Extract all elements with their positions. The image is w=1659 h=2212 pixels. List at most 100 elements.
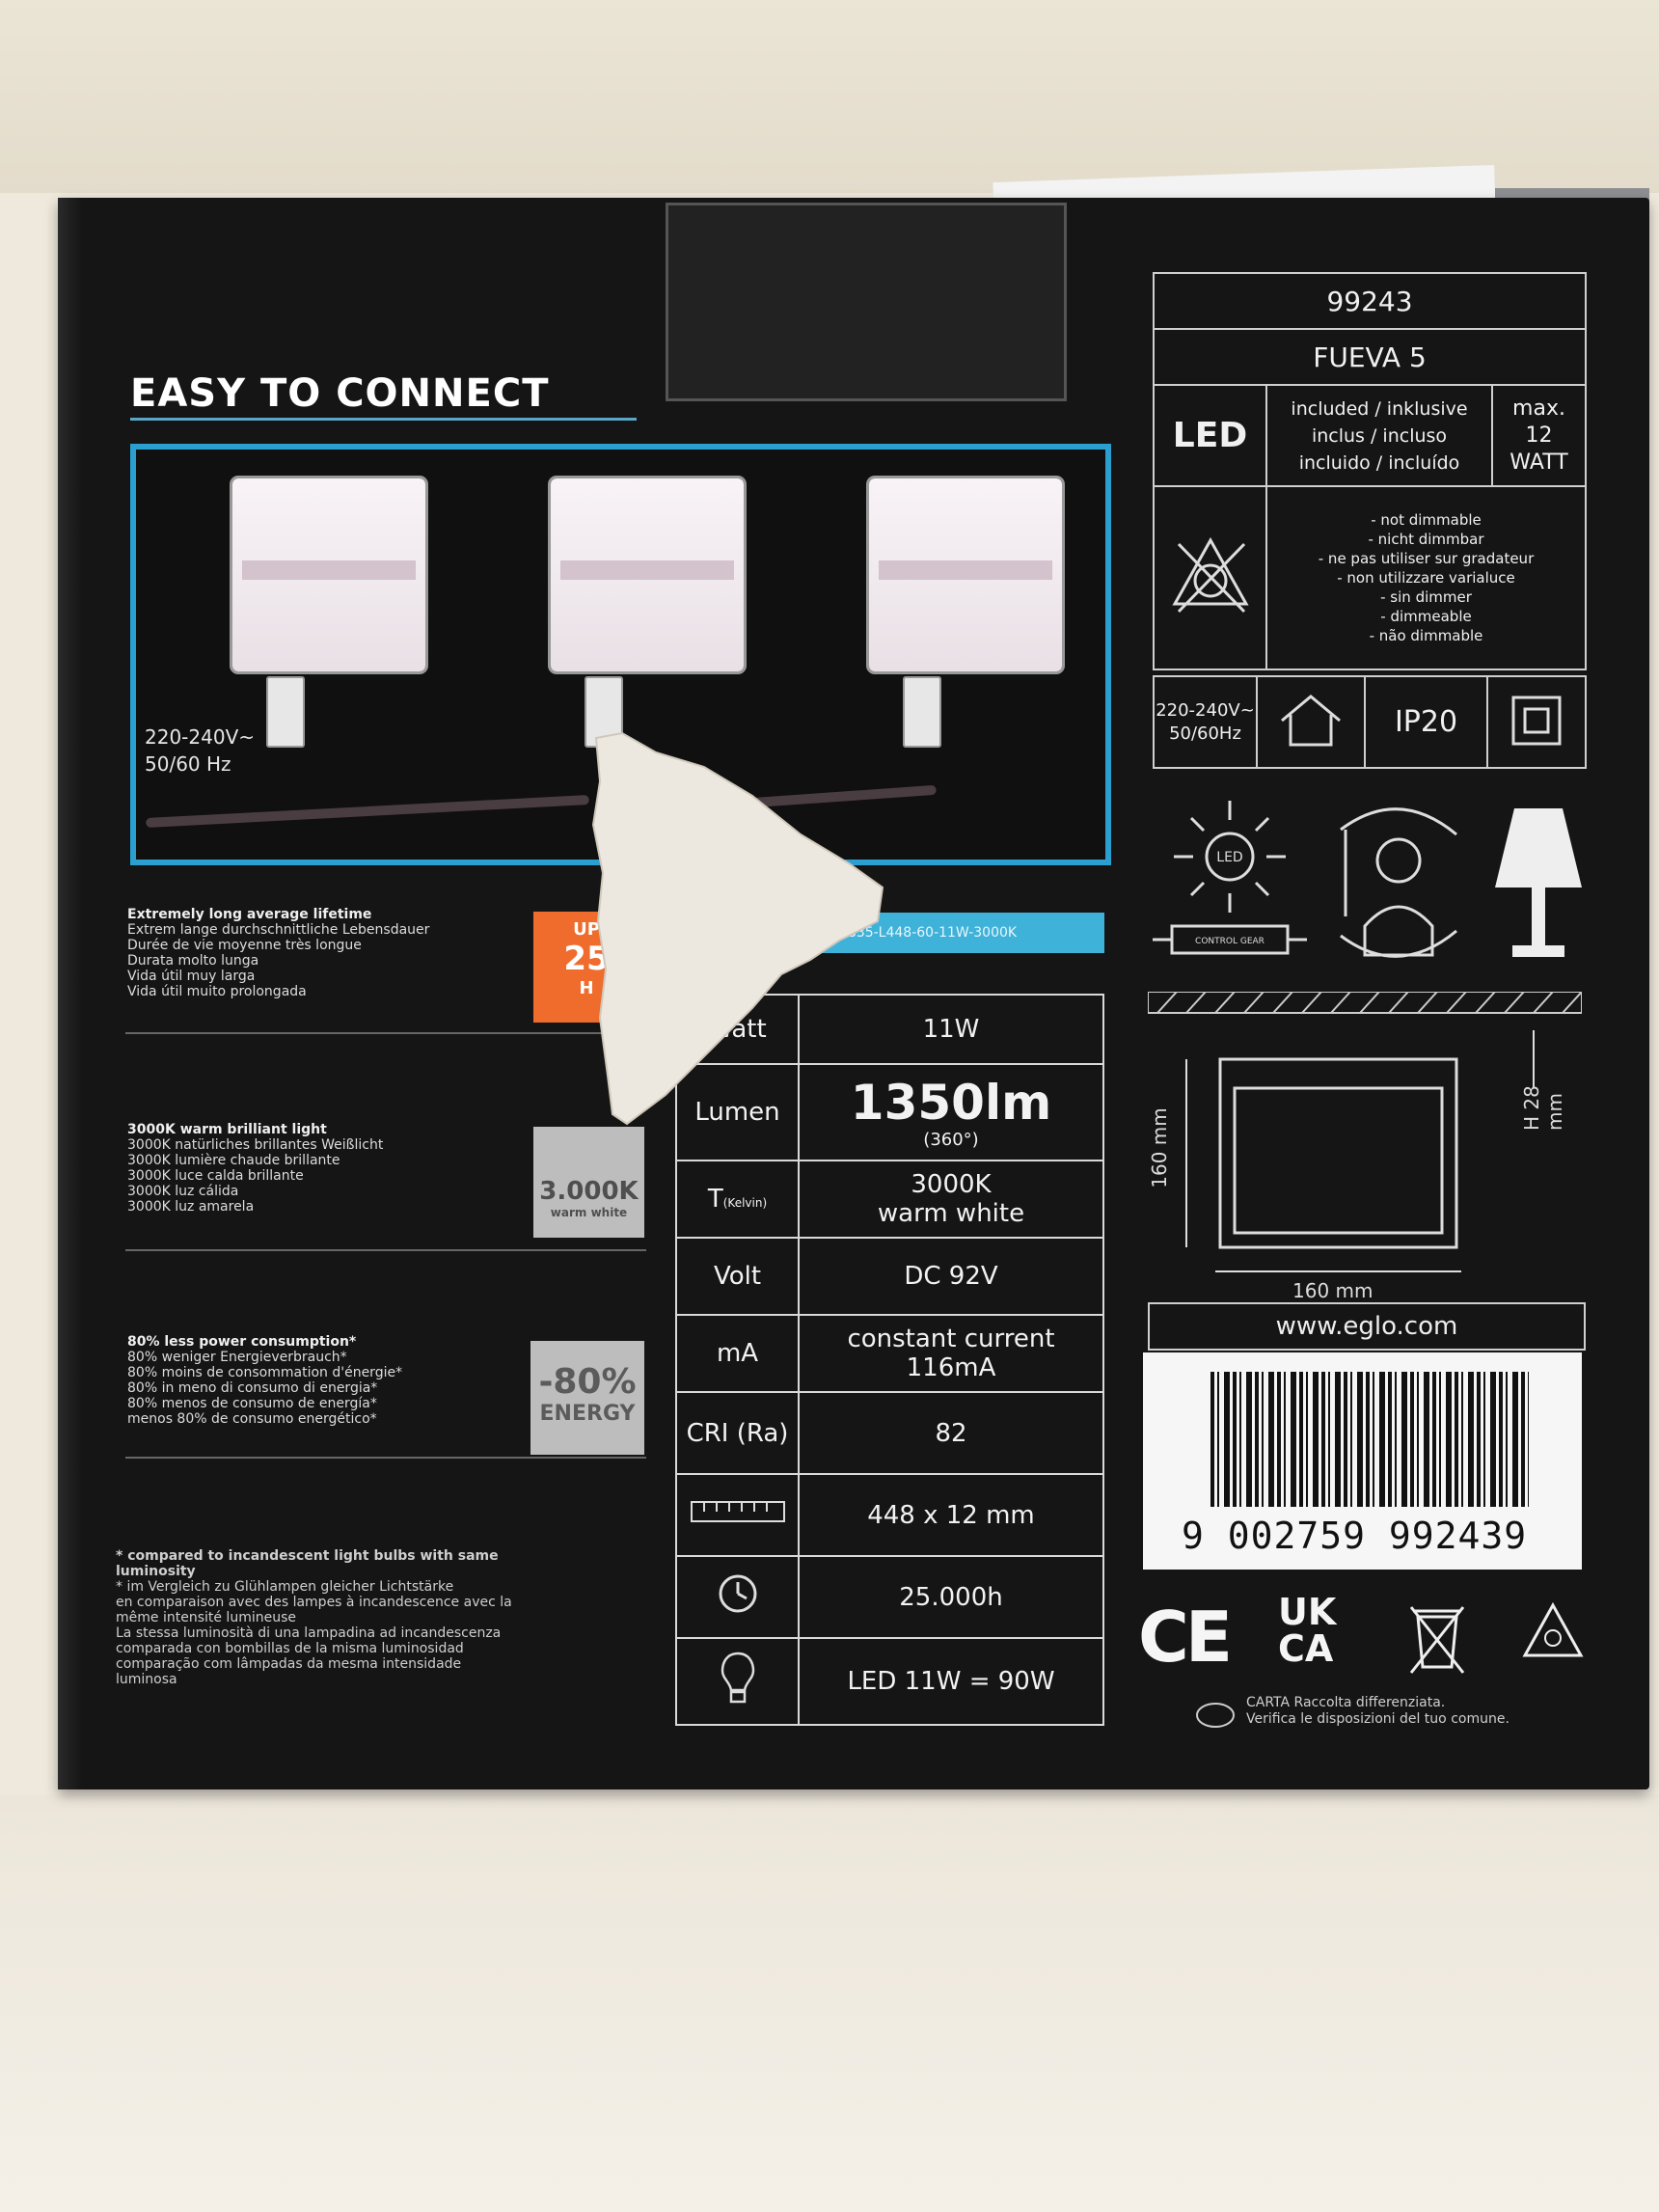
included-line-3: incluido / incluído <box>1298 451 1460 474</box>
light-line-4: 3000K luce calda brillante <box>127 1168 304 1184</box>
headline: EASY TO CONNECT <box>130 371 550 416</box>
spec-cell-lumen: 1350lm (360°) <box>798 1063 1104 1161</box>
footnote-line-2: luminosity <box>116 1564 196 1579</box>
energy-line-1: 80% less power consumption* <box>127 1334 357 1350</box>
spec-cell-ma: constant current 116mA <box>798 1314 1104 1393</box>
clock-icon <box>675 1555 800 1639</box>
weee-bin-icon <box>1403 1599 1471 1680</box>
footnote-line-7: comparada con bombillas de la misma lumi… <box>116 1641 464 1656</box>
spec-label-kelvin-sub: (Kelvin) <box>722 1196 768 1210</box>
spec-row-size: 448 x 12 mm <box>675 1473 1104 1557</box>
led-label: LED <box>1153 384 1267 487</box>
energy-line-3: 80% moins de consommation d'énergie* <box>127 1365 403 1380</box>
barcode: 9 002759 992439 <box>1143 1352 1582 1570</box>
spec-sub-lumen: (360°) <box>923 1129 979 1150</box>
light-line-6: 3000K luz amarela <box>127 1199 255 1215</box>
spec-row-lumen: Lumen 1350lm (360°) <box>675 1063 1104 1161</box>
spec-row-volt: Volt DC 92V <box>675 1237 1104 1316</box>
lifetime-line-2: Extrem lange durchschnittliche Lebensdau… <box>127 922 430 938</box>
paper-recycle-icon <box>1194 1701 1237 1734</box>
spec-row-equivalent: LED 11W = 90W <box>675 1637 1104 1726</box>
feature-lifetime: Extremely long average lifetime Extrem l… <box>127 907 643 999</box>
recycle-line-2: Verifica le disposizioni del tuo comune. <box>1246 1711 1509 1727</box>
spec-row-cri: CRI (Ra) 82 <box>675 1391 1104 1475</box>
spec-table: Watt 11W Lumen 1350lm (360°) T(Kelvin) 3… <box>675 994 1104 1726</box>
spec-value-size: 448 x 12 mm <box>798 1473 1104 1557</box>
input-voltage-label: 220-240V~ 50/60 Hz <box>145 724 280 778</box>
dimming-notes: - not dimmable - nicht dimmbar - ne pas … <box>1265 485 1587 670</box>
spec-value-equivalent: LED 11W = 90W <box>798 1637 1104 1726</box>
spec-label-cri: CRI (Ra) <box>675 1391 800 1475</box>
input-voltage-line2: 50/60 Hz <box>145 752 231 776</box>
dim-line-6: - dimmeable <box>1380 608 1472 625</box>
dim-line-7: - não dimmable <box>1369 627 1483 644</box>
dim-height: H 28 mm <box>1520 1085 1566 1131</box>
control-gear-label: CONTROL GEAR <box>1195 937 1265 946</box>
spec-row-ma: mA constant current 116mA <box>675 1314 1104 1393</box>
lifetime-badge-top: UP <box>573 919 600 940</box>
dim-depth: 160 mm <box>1147 1107 1171 1188</box>
included-cell: included / inklusive inclus / incluso in… <box>1265 384 1493 487</box>
ip-rating: IP20 <box>1364 675 1488 769</box>
feature-divider-2 <box>125 1249 646 1251</box>
torn-paper-patch <box>591 731 884 1126</box>
recycle-line-1: CARTA Raccolta differenziata. <box>1246 1695 1446 1710</box>
included-line-2: inclus / incluso <box>1311 424 1448 447</box>
warm-light-badge: 3.000K warm white <box>533 1127 644 1238</box>
class-two-icon <box>1486 675 1587 769</box>
spec-label-volt: Volt <box>675 1237 800 1316</box>
ukca-mark: UK CA <box>1278 1594 1336 1667</box>
barcode-digits: 9 002759 992439 <box>1182 1515 1528 1557</box>
table-surface <box>0 1794 1659 2212</box>
article-number: 99243 <box>1153 272 1587 330</box>
footnote: * compared to incandescent light bulbs w… <box>116 1548 646 1687</box>
lifetime-line-6: Vida útil muito prolongada <box>127 984 307 999</box>
watt-label: WATT <box>1509 450 1568 475</box>
energy-line-6: menos 80% de consumo energético* <box>127 1411 377 1427</box>
lifetime-badge-bot: H <box>579 978 594 998</box>
background-wall <box>0 0 1659 193</box>
spec-label-ma: mA <box>675 1314 800 1393</box>
dim-line-2: - nicht dimmbar <box>1368 531 1484 548</box>
spec-cell-kelvin: 3000K warm white <box>798 1160 1104 1239</box>
spec-value-lumen: 1350lm <box>850 1074 1052 1131</box>
installer-icon <box>1340 807 1457 958</box>
website: www.eglo.com <box>1148 1302 1586 1351</box>
svg-text:LED: LED <box>1216 850 1242 865</box>
spec-value-volt: DC 92V <box>798 1237 1104 1316</box>
spec-value-lifetime: 25.000h <box>798 1555 1104 1639</box>
spec-label-lumen: Lumen <box>675 1063 800 1161</box>
spec-value-cri: 82 <box>798 1391 1104 1475</box>
spec-cell-kelvin-label: T(Kelvin) <box>675 1160 800 1239</box>
lifetime-line-3: Durée de vie moyenne très longue <box>127 938 362 953</box>
footnote-line-9: luminosa <box>116 1672 177 1687</box>
ce-mark: CE <box>1138 1597 1233 1678</box>
energy-line-2: 80% weniger Energieverbrauch* <box>127 1350 347 1365</box>
warm-light-badge-value: 3.000K <box>539 1177 639 1206</box>
barcode-bars <box>1210 1372 1529 1507</box>
cable-1 <box>146 794 589 829</box>
spec-value-ma: constant current <box>847 1324 1055 1353</box>
input-voltage-line1: 220-240V~ <box>145 725 256 749</box>
rating-table: 220-240V~ 50/60Hz IP20 <box>1153 675 1587 769</box>
spec-value-watt: 11W <box>798 994 1104 1065</box>
feature-divider-3 <box>125 1457 646 1459</box>
table-lamp-icon <box>1495 808 1582 957</box>
footnote-line-1: * compared to incandescent light bulbs w… <box>116 1548 499 1564</box>
ukca-line-2: CA <box>1278 1627 1334 1670</box>
feature-warm-light: 3000K warm brilliant light 3000K natürli… <box>127 1122 643 1215</box>
feature-energy: 80% less power consumption* 80% weniger … <box>127 1334 643 1427</box>
ukca-line-1: UK <box>1278 1591 1337 1633</box>
lifetime-line-1: Extremely long average lifetime <box>127 907 372 922</box>
light-line-5: 3000K luz cálida <box>127 1184 239 1199</box>
max-value: 12 <box>1525 423 1553 448</box>
dim-line-3: - ne pas utiliser sur gradateur <box>1318 550 1535 567</box>
panel-light-1 <box>232 478 425 671</box>
rated-frequency: 50/60Hz <box>1169 723 1241 744</box>
spec-sub-kelvin: warm white <box>877 1199 1025 1228</box>
dim-line-4: - non utilizzare varialuce <box>1337 569 1515 587</box>
footnote-line-5: même intensité lumineuse <box>116 1610 296 1625</box>
connect-diagram <box>130 444 1111 865</box>
driver-1 <box>266 676 305 748</box>
article-table: 99243 FUEVA 5 LED included / inklusive i… <box>1153 272 1587 670</box>
